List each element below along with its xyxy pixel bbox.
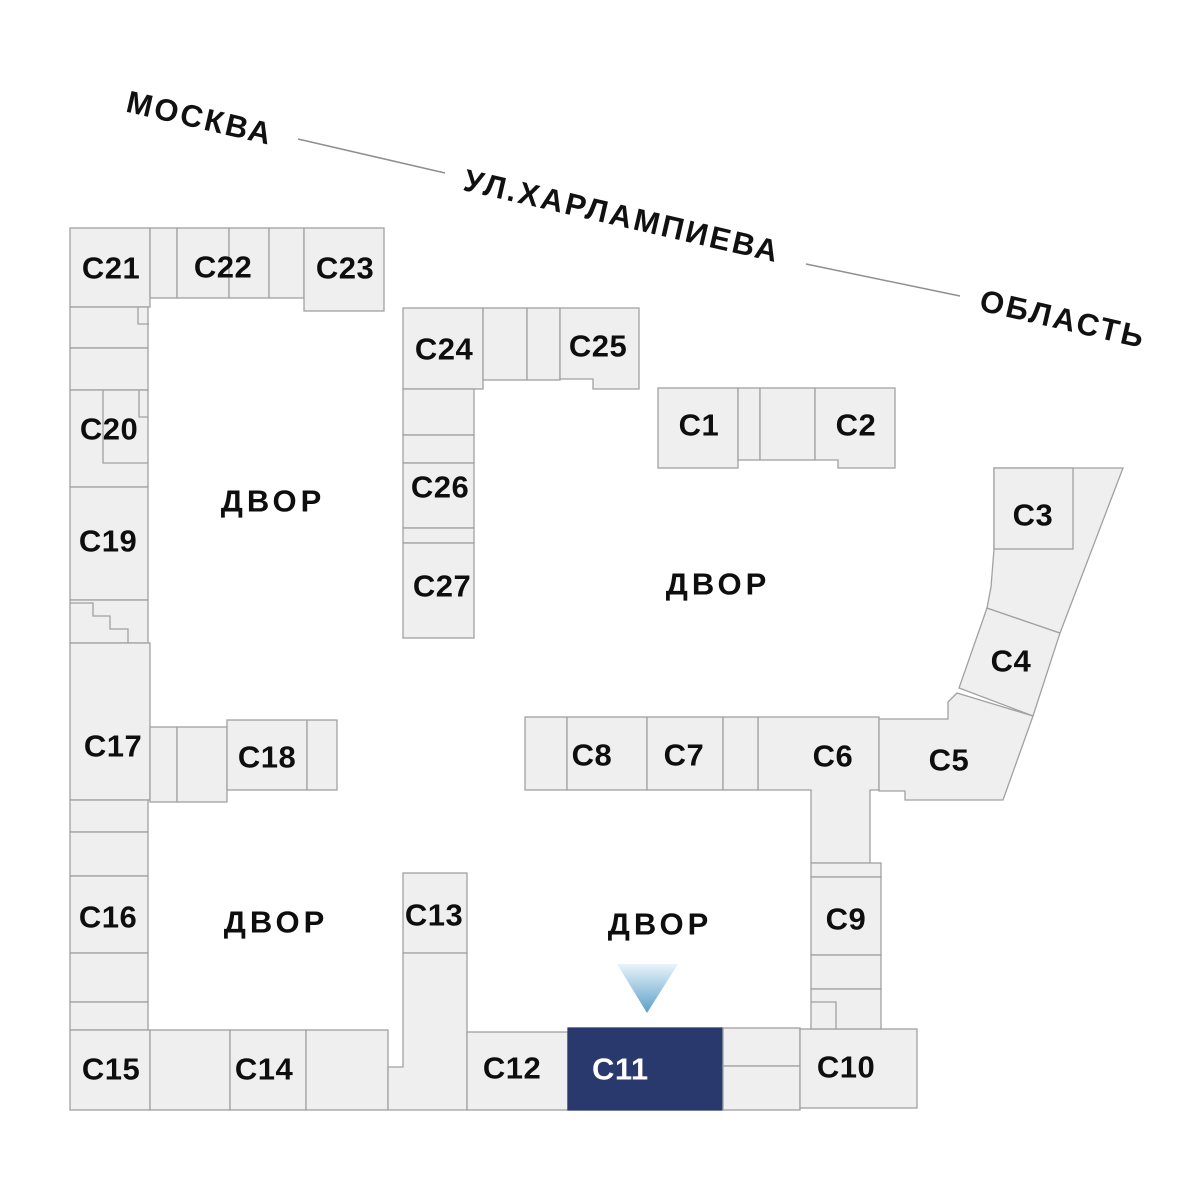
building-C12[interactable] xyxy=(466,1031,569,1111)
street-label: МОСКВА xyxy=(123,84,277,152)
building-section xyxy=(402,434,475,464)
building-section xyxy=(759,387,816,461)
building-section xyxy=(722,716,759,791)
building-C27[interactable] xyxy=(402,542,475,639)
building-C8[interactable] xyxy=(566,716,648,791)
building-C26[interactable] xyxy=(402,462,475,529)
pointer-layer xyxy=(617,964,678,1013)
building-section xyxy=(228,227,270,299)
building-section xyxy=(149,726,178,803)
building-section xyxy=(69,306,149,349)
building-detail-line xyxy=(137,307,149,325)
street-label: ОБЛАСТЬ xyxy=(977,283,1150,355)
building-section xyxy=(526,307,561,381)
building-section xyxy=(305,1029,389,1111)
building-section xyxy=(402,388,475,436)
building-C15[interactable] xyxy=(69,1029,151,1111)
building-section xyxy=(482,307,528,381)
building-C22[interactable] xyxy=(176,227,230,299)
building-detail-lines xyxy=(70,307,837,1029)
building-section xyxy=(722,1065,801,1111)
building-section xyxy=(810,954,882,990)
building-section xyxy=(387,952,468,1111)
building-section xyxy=(306,719,338,791)
courtyard-label: ДВОР xyxy=(608,907,713,942)
building-section xyxy=(69,599,149,644)
building-C1[interactable] xyxy=(657,387,739,469)
street-line xyxy=(805,263,961,297)
building-section xyxy=(810,988,882,1030)
building-C11[interactable] xyxy=(567,1027,724,1111)
building-detail-line xyxy=(70,602,129,643)
building-C24[interactable] xyxy=(402,307,484,390)
building-C9[interactable] xyxy=(810,876,882,956)
building-section xyxy=(402,527,475,544)
building-section xyxy=(176,726,228,803)
building-section xyxy=(69,831,149,877)
courtyard-label: ДВОР xyxy=(666,567,771,602)
building-section xyxy=(69,952,149,1003)
building-C16[interactable] xyxy=(69,875,149,954)
building-section xyxy=(69,1001,149,1031)
building-C5[interactable] xyxy=(878,692,1034,801)
building-C18[interactable] xyxy=(226,719,308,791)
building-C14[interactable] xyxy=(229,1029,307,1111)
building-section xyxy=(268,227,305,299)
street-line xyxy=(297,138,446,174)
building-C21[interactable] xyxy=(69,227,151,308)
building-section xyxy=(69,799,149,833)
buildings-layer xyxy=(69,227,1124,1111)
building-C6[interactable] xyxy=(757,716,880,864)
street-label: УЛ.ХАРЛАМПИЕВА xyxy=(460,163,783,270)
location-pointer-icon xyxy=(617,964,678,1013)
building-detail-line xyxy=(102,390,148,464)
building-C20[interactable] xyxy=(69,389,149,488)
building-C13[interactable] xyxy=(402,872,468,954)
building-C23[interactable] xyxy=(303,227,385,312)
courtyard-label: ДВОР xyxy=(224,905,329,940)
building-detail-line xyxy=(138,390,148,418)
courtyard-label: ДВОР xyxy=(221,484,326,519)
building-detail-line xyxy=(811,1001,837,1029)
building-section xyxy=(737,387,761,461)
building-C19[interactable] xyxy=(69,486,149,601)
building-C25[interactable] xyxy=(559,307,640,390)
building-section xyxy=(149,227,178,299)
building-C7[interactable] xyxy=(646,716,724,791)
building-C10[interactable] xyxy=(799,1028,918,1109)
building-C17[interactable] xyxy=(69,642,151,801)
building-section xyxy=(722,1027,801,1067)
building-section xyxy=(524,716,568,791)
building-section xyxy=(149,1029,231,1111)
building-C3[interactable] xyxy=(993,467,1074,550)
building-C2[interactable] xyxy=(814,387,896,469)
courtyard-labels-layer: ДВОР ДВОР ДВОР ДВОР xyxy=(221,484,771,942)
building-section xyxy=(810,862,882,878)
building-section xyxy=(69,347,149,391)
